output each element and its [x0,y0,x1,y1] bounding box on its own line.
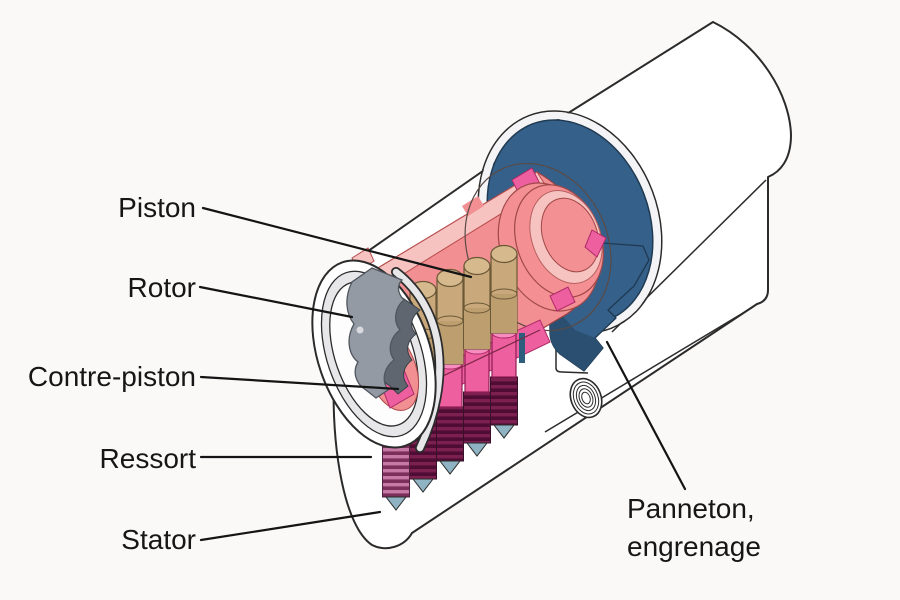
rotor-shell-notch [462,196,484,216]
leader-line-contre-piston [199,375,400,391]
leader-line-panneton [605,340,687,491]
pin-lower-4 [464,308,490,349]
leader-line-rotor [198,285,354,319]
spring-tip-3 [438,460,462,475]
label-contre-piston: Contre-piston [28,361,196,392]
label-rotor: Rotor [128,272,196,303]
rotor-endcap-disc4 [540,197,600,273]
label-panneton-line2: engrenage [627,531,761,562]
screw-thread-1 [572,381,600,415]
spring-3 [436,406,464,462]
pin-split-5 [490,288,518,300]
pin-stack-4 [463,256,491,457]
chamber-slot-3 [519,333,525,363]
label-stator: Stator [121,524,196,555]
key-highlight [356,326,364,334]
spring-tip-5 [492,424,516,439]
screw-thread-4 [581,391,591,405]
screw-hole [569,377,603,419]
leader-line-piston [201,206,473,279]
rotor-endcap-tab-right [584,229,607,258]
spring-4 [463,391,491,444]
spring-tip-4 [465,442,489,457]
spring-5 [490,376,518,426]
counter-pin-5 [491,332,517,378]
pin-lower-5 [491,294,517,333]
washer-arc [392,268,443,452]
keyway-key [346,267,405,399]
spring-tip-2 [411,478,435,493]
screw-thread-3 [578,388,594,408]
label-piston: Piston [118,192,196,223]
pin-split-4 [463,302,491,314]
cam-blade-shadow [549,300,603,371]
spring-tip-1 [384,496,408,511]
rotor-endcap-tab-bottom [549,286,576,312]
label-panneton-line1: Panneton, [627,493,755,524]
pin-stack-5 [490,244,518,439]
label-ressort: Ressort [100,443,197,474]
pin-cap-5 [490,244,518,264]
pin-cap-4 [463,256,491,276]
screw-thread-2 [575,384,597,412]
leader-line-stator [199,510,382,542]
body-slot-edge [555,272,589,374]
